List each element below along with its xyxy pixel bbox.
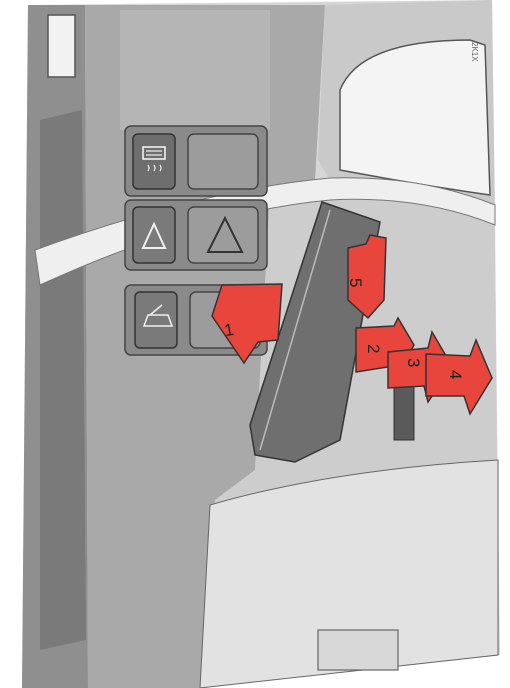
- glovebox-handle: [318, 630, 398, 670]
- left-window: [48, 15, 75, 77]
- blank-switch[interactable]: [188, 134, 258, 189]
- figure-code: 2K1X: [470, 42, 479, 62]
- right-window: [340, 40, 490, 195]
- callout-label-4: 4: [446, 370, 465, 379]
- hazard-switch-right[interactable]: [188, 207, 258, 263]
- callout-label-3: 3: [404, 358, 423, 367]
- callout-label-5: 5: [346, 278, 365, 287]
- lever-end: [394, 380, 414, 440]
- left-panel-shadow: [40, 110, 86, 650]
- callout-label-2: 2: [364, 344, 383, 353]
- console-upper: [120, 10, 270, 130]
- defroster-switch[interactable]: [133, 134, 175, 189]
- hazard-switch-left[interactable]: [133, 207, 175, 263]
- trunk-switch[interactable]: [135, 292, 177, 348]
